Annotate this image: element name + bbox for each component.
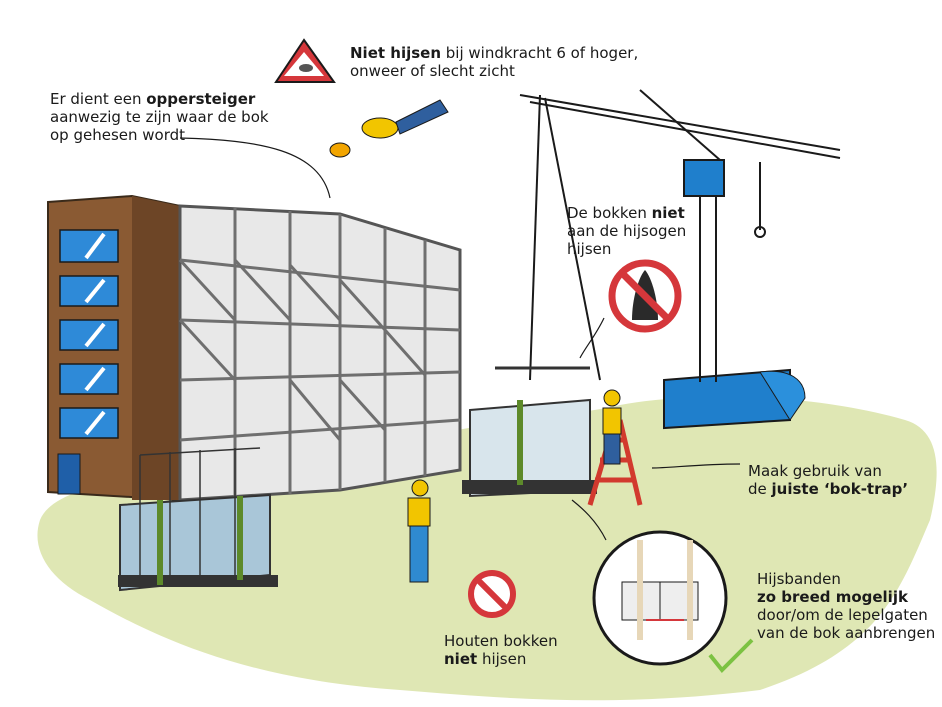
wind-warning-text: Niet hijsen bij windkracht 6 of hoger, o… (350, 44, 660, 80)
glass-rack-left (118, 447, 278, 592)
wind-warning-rest: bij windkracht 6 of hoger, (441, 44, 639, 62)
wood-post: hijsen (477, 650, 527, 668)
straps-bold: zo breed mogelijk (757, 588, 908, 606)
straps-line3: door/om de lepelgaten (757, 606, 928, 624)
worker-on-ladder (602, 389, 622, 465)
callout-lines (179, 137, 741, 541)
eyes-pre: De bokken (567, 204, 652, 222)
wind-warning-line2: onweer of slecht zicht (350, 62, 515, 80)
eyes-line3: hijsen (567, 240, 612, 258)
eyes-bold: niet (651, 204, 685, 222)
scaffold-line3: op gehesen wordt (50, 126, 186, 144)
crane (519, 89, 841, 430)
prohibition-icon (608, 259, 682, 333)
ladder-text: Maak gebruik van de juiste ‘bok-trap’ (748, 462, 938, 498)
scaffold (178, 204, 462, 502)
no-entry-circle-icon (468, 570, 516, 618)
wood-line1: Houten bokken (444, 632, 558, 650)
worker-standing (407, 479, 431, 583)
straps-text: Hijsbanden zo breed mogelijk door/om de … (757, 570, 937, 642)
building (47, 194, 181, 502)
scaffold-bold: oppersteiger (146, 90, 256, 108)
straps-line1: Hijsbanden (757, 570, 841, 588)
checkmark-icon (708, 638, 754, 673)
ladder-pre: de (748, 480, 772, 498)
strap-detail-circle (592, 530, 728, 666)
wood-text: Houten bokken niet hijsen (444, 632, 604, 668)
glass-rack-center (462, 366, 597, 498)
warning-triangle-icon (274, 38, 336, 83)
lifting-eyes-text: De bokken niet aan de hijsogen hijsen (567, 204, 737, 258)
scaffold-text: Er dient een oppersteiger aanwezig te zi… (50, 90, 320, 144)
ladder-bold: juiste ‘bok-trap’ (771, 480, 909, 498)
wind-warning-bold: Niet hijsen (350, 44, 442, 62)
eyes-line2: aan de hijsogen (567, 222, 687, 240)
straps-line4: van de bok aanbrengen (757, 624, 936, 642)
ladder-line1: Maak gebruik van (748, 462, 882, 480)
falling-worker (329, 99, 449, 158)
scaffold-line2: aanwezig te zijn waar de bok (50, 108, 269, 126)
scaffold-pre: Er dient een (50, 90, 147, 108)
wood-bold: niet (444, 650, 478, 668)
